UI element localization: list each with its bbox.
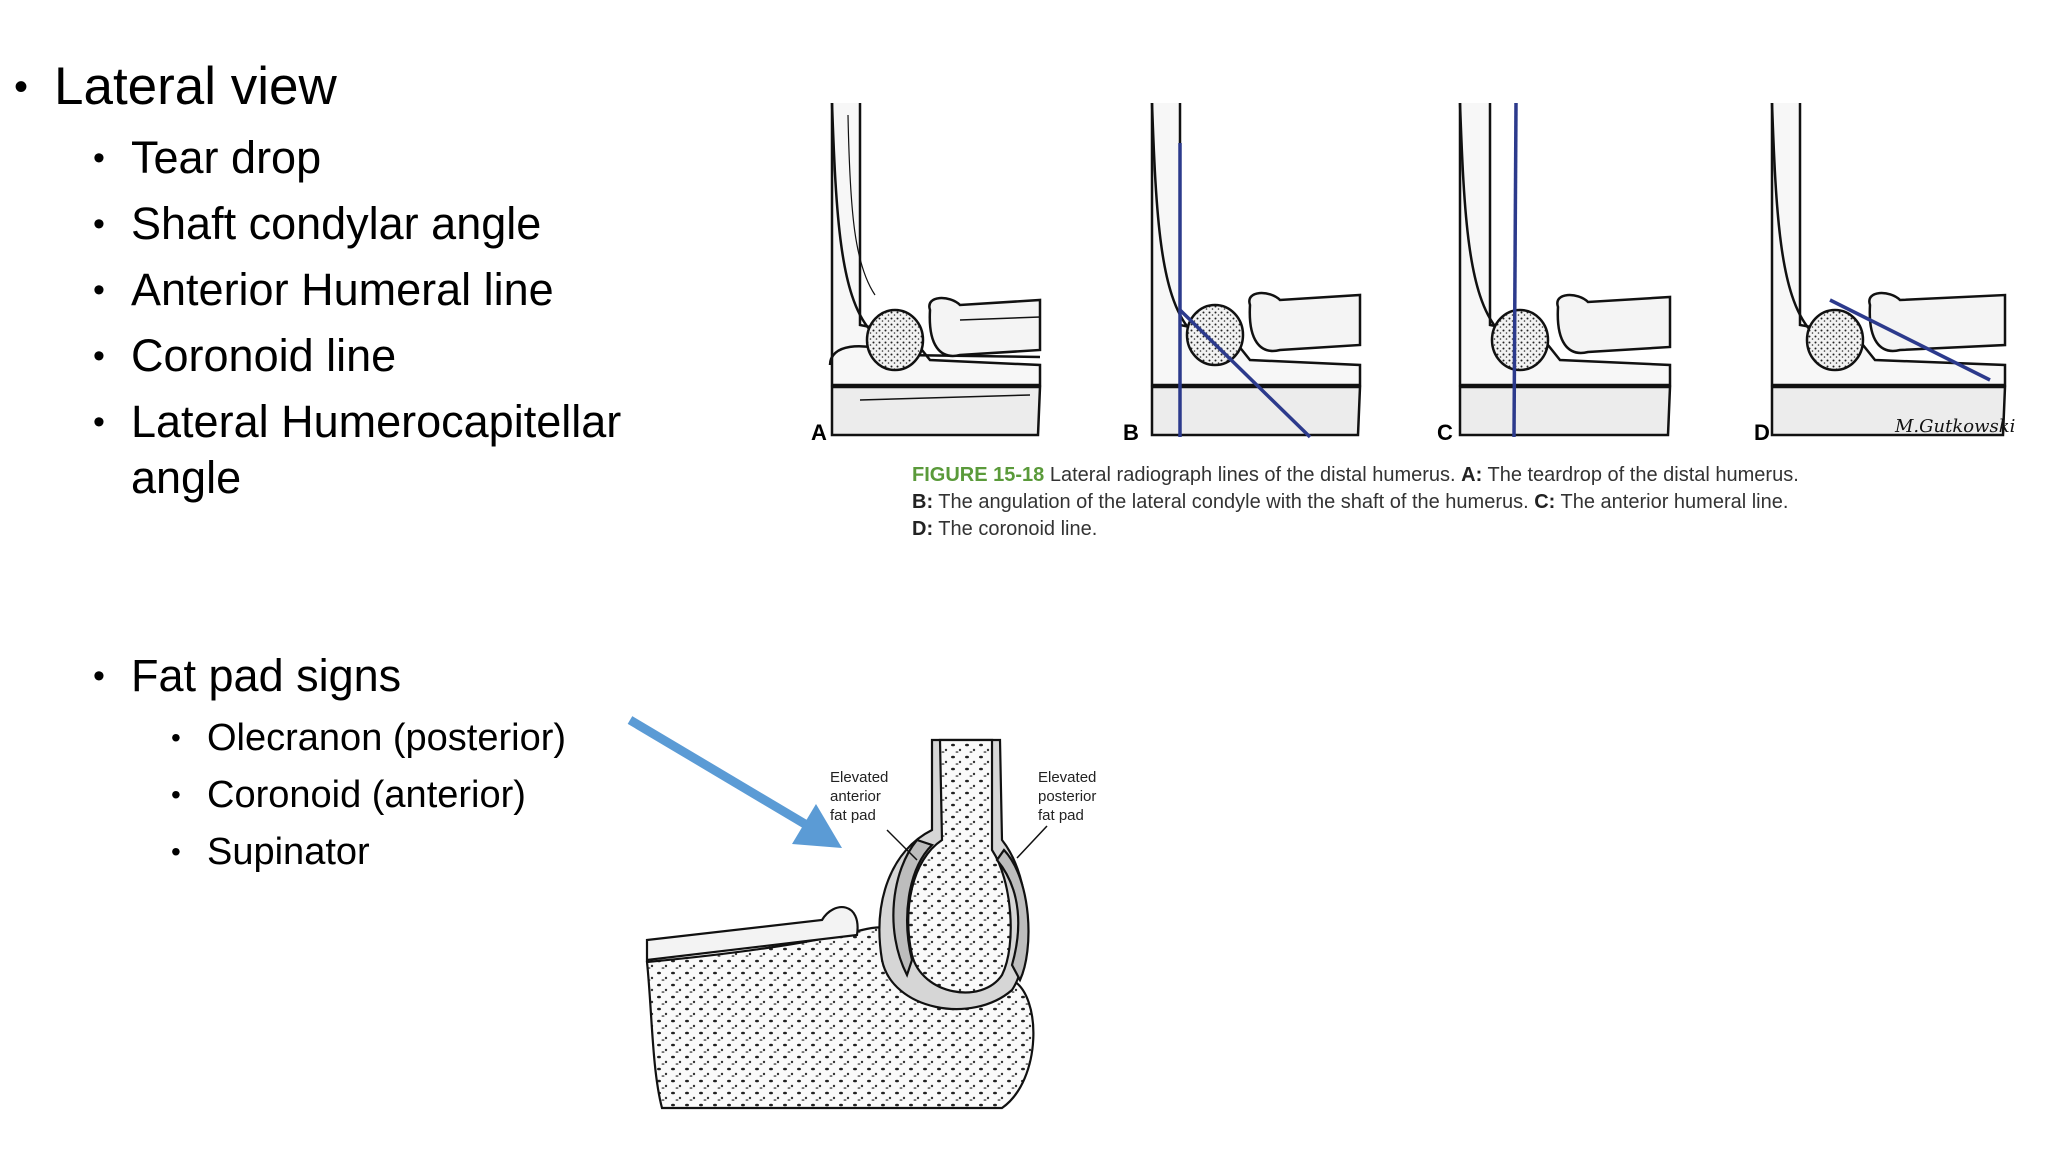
bullet-dot: • xyxy=(171,722,181,753)
bullet-coronoid-line: • Coronoid line xyxy=(93,328,397,384)
bullet-text: Supinator xyxy=(207,831,370,873)
bullet-coronoid: • Coronoid (anterior) xyxy=(171,769,526,821)
bullet-text: Olecranon (posterior) xyxy=(207,717,567,759)
bullet-text: Anterior Humeral line xyxy=(131,264,554,315)
bullet-tear-drop: • Tear drop xyxy=(93,130,322,186)
bullet-text: Tear drop xyxy=(131,132,322,183)
bullet-anterior-humeral: • Anterior Humeral line xyxy=(93,262,554,318)
bullet-text: angle xyxy=(131,452,242,503)
bullet-continuation: angle xyxy=(131,450,241,506)
caption-text: Lateral radiograph lines of the distal h… xyxy=(1044,464,1462,486)
bullet-text: Lateral view xyxy=(54,57,337,116)
bullet-text: Shaft condylar angle xyxy=(131,198,542,249)
bullet-dot: • xyxy=(171,779,181,810)
caption-key: C: xyxy=(1534,491,1556,513)
bullet-lateral-humerocapitellar: • Lateral Humerocapitellar xyxy=(93,394,622,450)
fat-pad-illustration xyxy=(645,738,1048,1110)
panel-b-drawing xyxy=(1150,102,1362,439)
panel-label-a: A xyxy=(811,420,827,445)
caption-text: The teardrop of the distal humerus. xyxy=(1482,464,1799,486)
posterior-fat-pad-label: Elevated posterior fat pad xyxy=(1038,769,1097,824)
bullet-text: Coronoid (anterior) xyxy=(207,774,526,816)
bullet-olecranon: • Olecranon (posterior) xyxy=(171,712,567,764)
caption-text: The coronoid line. xyxy=(933,518,1098,540)
bullet-shaft-condylar: • Shaft condylar angle xyxy=(93,196,542,252)
caption-key: A: xyxy=(1461,464,1483,486)
bullet-dot: • xyxy=(93,271,105,309)
elbow-lines-figure: M.Gutkowski xyxy=(828,102,2015,439)
panel-label-c: C xyxy=(1437,420,1453,445)
panel-c-drawing xyxy=(1458,102,1672,438)
figure-number: FIGURE 15-18 xyxy=(912,464,1045,486)
caption-text: The angulation of the lateral condyle wi… xyxy=(933,491,1535,513)
bullet-dot: • xyxy=(93,139,105,177)
bullet-dot: • xyxy=(93,337,105,375)
blue-arrow xyxy=(627,716,842,848)
caption-key: B: xyxy=(912,491,934,513)
panel-label-b: B xyxy=(1123,420,1139,445)
artist-signature: M.Gutkowski xyxy=(1894,416,2015,437)
bullet-dot: • xyxy=(14,65,29,109)
bullet-text: Lateral Humerocapitellar xyxy=(131,396,622,447)
panel-d-drawing xyxy=(1770,102,2007,437)
figure-caption: FIGURE 15-18 Lateral radiograph lines of… xyxy=(912,462,2032,543)
panel-label-d: D xyxy=(1754,420,1770,445)
panel-a-drawing xyxy=(828,102,1042,437)
bullet-supinator: • Supinator xyxy=(171,826,370,878)
bullet-dot: • xyxy=(93,205,105,243)
caption-key: D: xyxy=(912,518,934,540)
bullet-dot: • xyxy=(171,836,181,867)
bullet-dot: • xyxy=(93,403,105,441)
bullet-fat-pad-signs: • Fat pad signs xyxy=(93,648,402,704)
bullet-text: Coronoid line xyxy=(131,330,397,381)
anterior-fat-pad-label: Elevated anterior fat pad xyxy=(830,769,889,824)
bullet-text: Fat pad signs xyxy=(131,650,402,701)
bullet-dot: • xyxy=(93,657,105,695)
caption-text: The anterior humeral line. xyxy=(1555,491,1789,513)
